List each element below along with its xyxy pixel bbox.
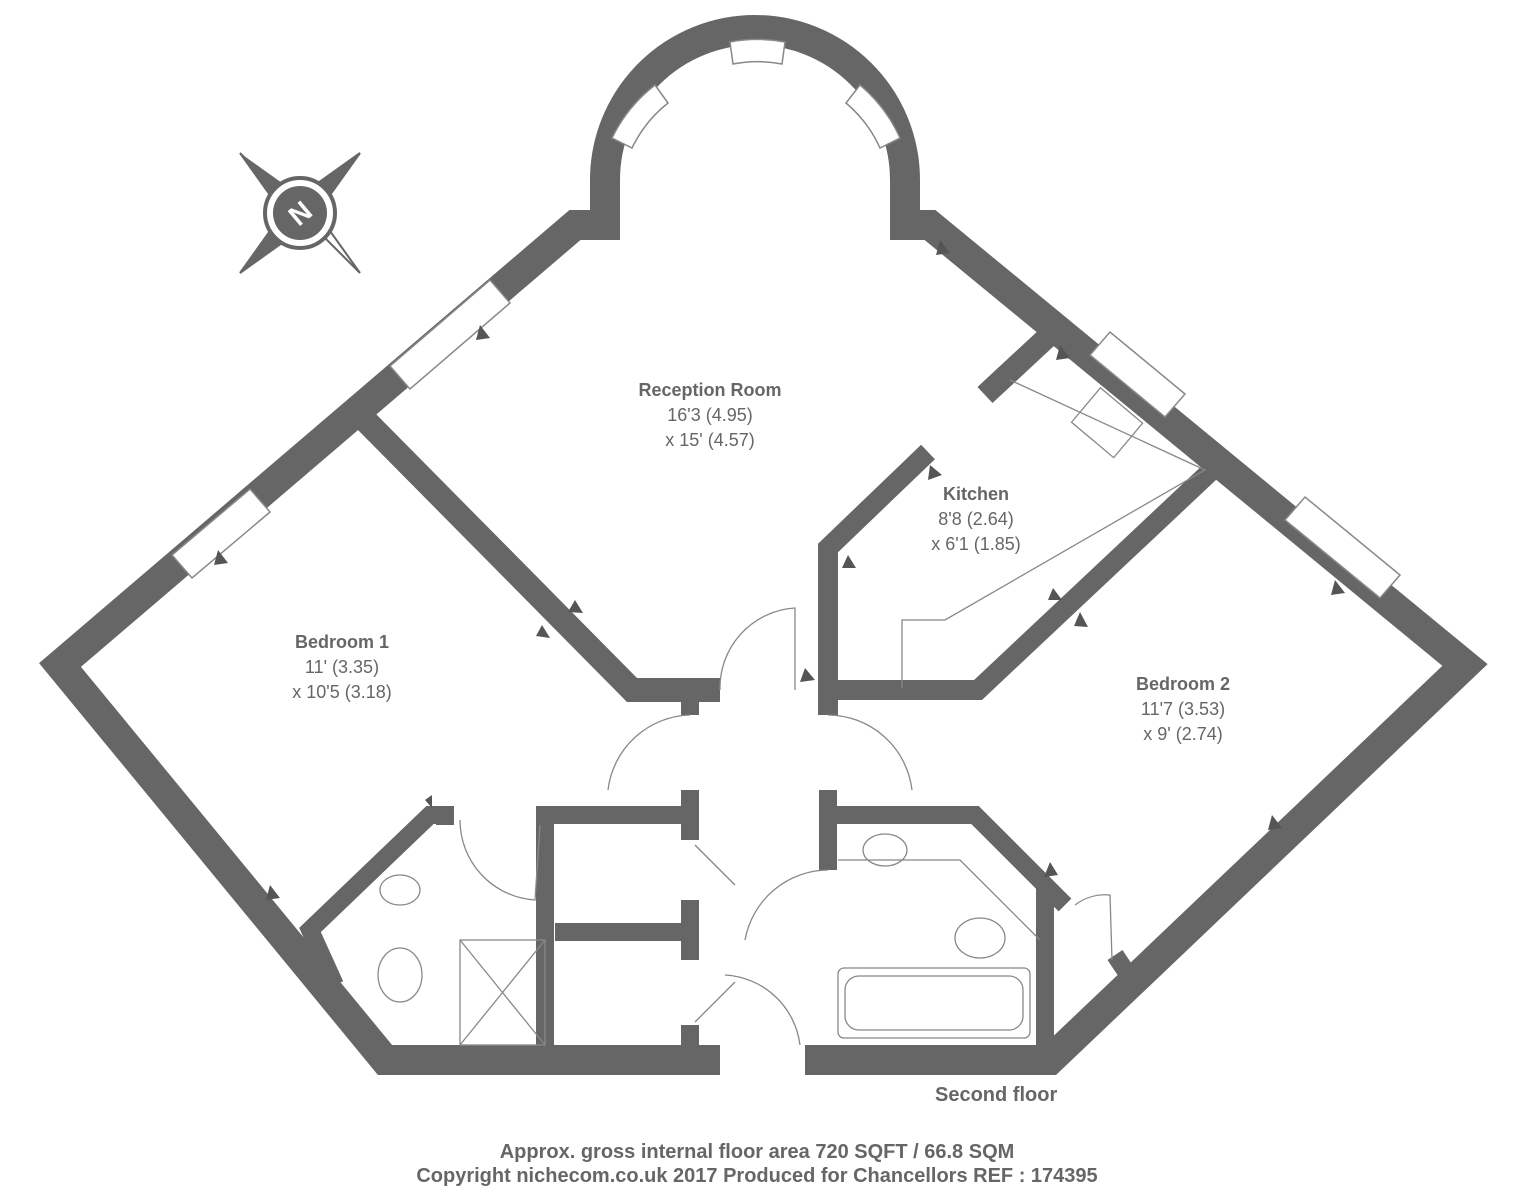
room-label-kitchen: Kitchen 8'8 (2.64) x 6'1 (1.85): [931, 482, 1020, 557]
windows: [170, 38, 1402, 600]
wall-bedroom2-stub: [1107, 950, 1133, 975]
wall-kitchen-top: [977, 321, 1063, 404]
room-name: Bedroom 1: [294, 632, 390, 652]
bay-window: [844, 83, 901, 150]
wall-bedroom1-reception: [356, 411, 720, 702]
door-arc: [459, 819, 541, 901]
shower-line: [459, 939, 546, 1046]
bath: [837, 967, 1031, 1039]
room-dimension: 8'8 (2.64): [938, 509, 1014, 529]
copyright-text: Copyright nichecom.co.uk 2017 Produced f…: [416, 1165, 1098, 1187]
door-arc: [1074, 894, 1113, 961]
arrow: [842, 555, 856, 568]
wall-bathroom2: [828, 806, 1072, 912]
room-dimension: 11' (3.35): [304, 657, 380, 677]
door-arc: [724, 974, 801, 1046]
door-arc: [607, 714, 691, 791]
basin: [862, 833, 908, 867]
room-label-bedroom1: Bedroom 1 11' (3.35) x 10'5 (3.18): [292, 630, 392, 705]
bay-window: [611, 83, 670, 150]
room-name: Reception Room: [638, 380, 782, 400]
bath-inner: [844, 975, 1024, 1031]
arrow: [1268, 815, 1282, 830]
room-dimension: x 9' (2.74): [1143, 724, 1223, 744]
arrow: [266, 885, 280, 900]
door-arc: [827, 714, 913, 791]
door-arc: [744, 869, 829, 941]
fixtures: [377, 379, 1207, 1046]
north-compass-icon: N: [239, 152, 361, 274]
arrow: [568, 600, 583, 613]
toilet: [377, 947, 423, 1003]
window: [170, 487, 272, 580]
room-dimension: 11'7 (3.53): [1140, 699, 1226, 719]
floor-area-text: Approx. gross internal floor area 720 SQ…: [499, 1141, 1015, 1163]
outer-wall-left: [39, 180, 720, 1075]
kitchen-worktop: [901, 379, 1207, 688]
room-name: Bedroom 2: [1135, 674, 1231, 694]
toilet: [954, 917, 1006, 959]
room-name: Kitchen: [942, 484, 1010, 504]
dimension-arrows: [214, 240, 1345, 900]
arrow: [1048, 588, 1062, 600]
arrow: [214, 550, 228, 565]
window: [388, 278, 512, 391]
door-arc: [719, 607, 796, 691]
floor-label: Second floor: [935, 1084, 1058, 1106]
arrow: [476, 325, 490, 340]
arrow: [800, 668, 815, 682]
arrow: [536, 625, 550, 638]
walls: [39, 15, 1488, 1075]
arrow: [928, 465, 942, 480]
basin: [379, 874, 421, 906]
bay-window: [729, 38, 786, 65]
wall-kitchen-left: [818, 444, 935, 715]
room-label-bedroom2: Bedroom 2 11'7 (3.53) x 9' (2.74): [1136, 672, 1230, 747]
footer: Approx. gross internal floor area 720 SQ…: [0, 1140, 1514, 1188]
bathroom-counter: [838, 859, 1041, 941]
wall-bathroom1: [299, 806, 454, 989]
arrow: [1074, 612, 1088, 627]
arrow: [1056, 345, 1070, 360]
arrow: [1331, 580, 1345, 595]
arrow: [1044, 862, 1058, 877]
shower-tray: [459, 939, 546, 1046]
window: [1283, 495, 1402, 600]
arrow: [936, 240, 950, 255]
room-dimension: 16'3 (4.95): [667, 405, 753, 425]
bay-window-wall: [590, 15, 920, 181]
window: [1088, 330, 1187, 419]
room-dimension: x 15' (4.57): [665, 430, 755, 450]
door-leaf: [694, 844, 736, 886]
door-leaf: [694, 981, 736, 1023]
wall-kitchen-bedroom2: [835, 462, 1219, 700]
room-dimension: x 10'5 (3.18): [292, 682, 392, 702]
room-dimension: x 6'1 (1.85): [931, 534, 1021, 554]
kitchen-sink: [1070, 386, 1144, 459]
room-label-reception: Reception Room 16'3 (4.95) x 15' (4.57): [638, 378, 781, 453]
arrow: [425, 795, 432, 808]
outer-wall-right: [805, 180, 1488, 1075]
